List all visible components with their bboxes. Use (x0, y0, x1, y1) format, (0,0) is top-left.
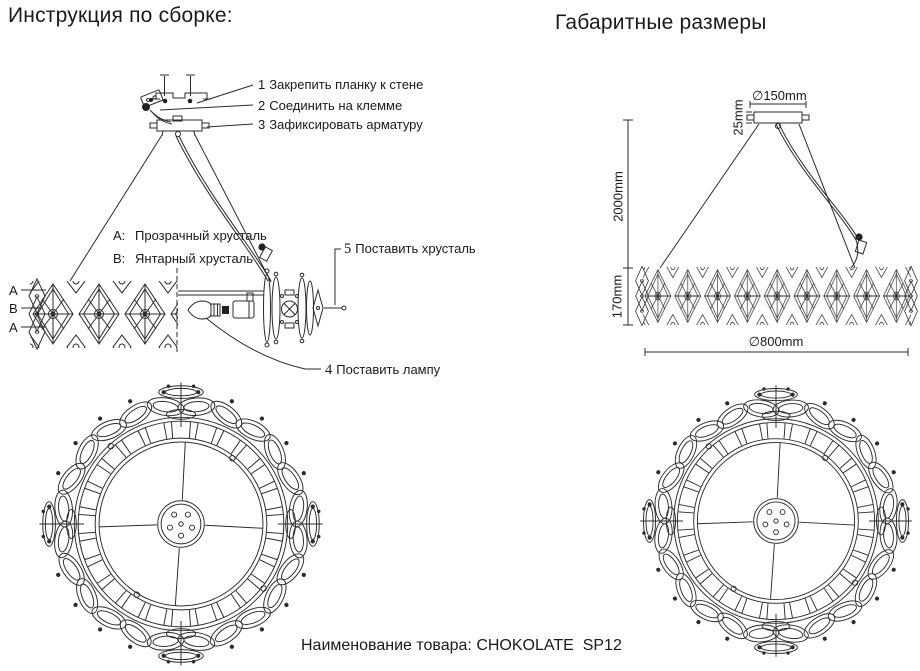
step-2-number: 2 (258, 98, 266, 113)
legend-a-text: Прозрачный хрусталь (135, 228, 267, 243)
bottom-view-right (640, 385, 912, 657)
dimensions-title: Габаритные размеры (555, 11, 767, 34)
legend-a-key: A: (113, 228, 126, 243)
step-3-number: 3 (258, 117, 266, 132)
assembly-drawing (21, 74, 347, 370)
dim-fixture-diameter: ∅800mm (748, 334, 804, 349)
step-4-number: 4 (325, 362, 333, 378)
legend-a: A: Прозрачный хрусталь (113, 228, 267, 243)
dim-band-height: 170mm (609, 274, 625, 319)
step-1-text: Закрепить планку к стене (269, 77, 424, 92)
dimensions-drawing (623, 101, 918, 356)
dim-canopy-height: 25mm (730, 99, 746, 136)
band-marker-a-top: A (9, 283, 18, 298)
step-1-number: 1 (258, 77, 266, 92)
band-marker-b: B (9, 301, 18, 316)
dim-canopy-diameter: ∅150mm (752, 88, 807, 103)
assembly-title: Инструкция по сборке: (8, 4, 233, 27)
dim-drop-height: 2000mm (610, 171, 626, 222)
bottom-view-left (39, 382, 323, 666)
band-marker-a-bottom: A (9, 320, 18, 335)
step-2-text: Соединить на клемме (269, 98, 403, 113)
legend-b: B: Янтарный хрусталь (113, 251, 253, 266)
step-3-text: Зафиксировать арматуру (269, 117, 423, 132)
step-4-text: Поставить лампу (336, 362, 441, 377)
step-5-number: 5 (344, 241, 352, 257)
step-5-text: Поставить хрусталь (355, 241, 476, 256)
legend-b-text: Янтарный хрусталь (135, 251, 254, 266)
product-name-label: Наименование товара: CHOKOLATE SP12 (301, 637, 622, 654)
legend-b-key: B: (113, 251, 126, 266)
